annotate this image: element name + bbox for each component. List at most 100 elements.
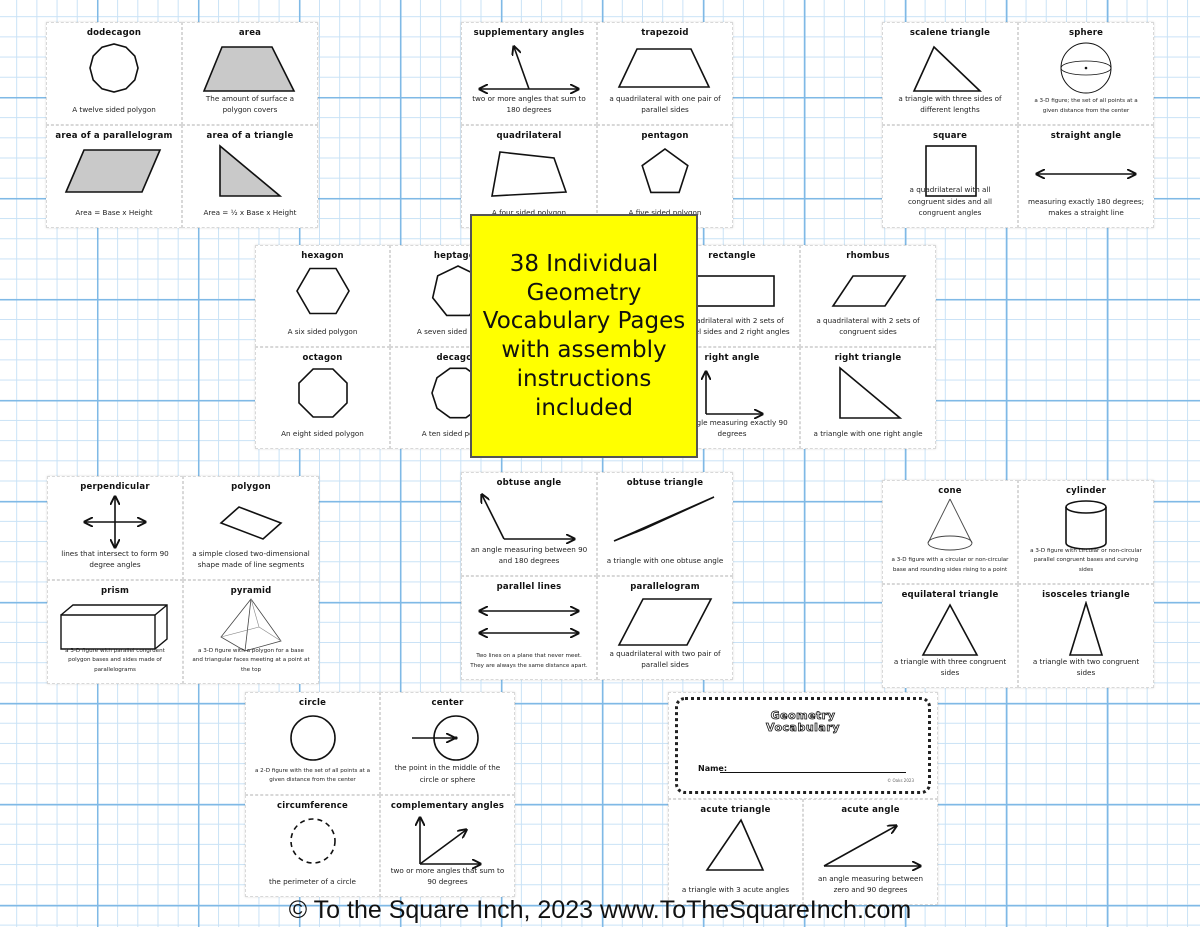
vocab-card-scalene-triangle: Scalene Triangle a triangle with three si… [882, 22, 1018, 125]
vocab-term: Cone [938, 486, 962, 496]
vocab-sheet: Scalene Triangle a triangle with three si… [882, 22, 1154, 228]
vocab-term: Straight Angle [1050, 131, 1122, 141]
vocab-definition: A twelve sided polygon [72, 105, 156, 115]
scalene-triangle-icon [883, 39, 1017, 97]
acute-triangle-icon [669, 816, 802, 874]
vocab-definition: a triangle with 3 acute angles [681, 885, 790, 895]
prism-icon [48, 597, 182, 655]
vocab-term: Circle [298, 698, 327, 708]
vocab-sheet: Obtuse Anglean angle measuring between 9… [461, 472, 733, 680]
vocab-definition: A seven sided polygon [416, 327, 499, 337]
cover-name-label: Name: [698, 764, 728, 773]
vocab-card-hexagon: HexagonA six sided polygon [255, 245, 390, 347]
vocab-definition: the point in the middle of the circle or… [394, 763, 501, 784]
vocab-term: Right Angle [704, 353, 760, 363]
vocab-card-sphere: Spherea 3-D figure; the set of all point… [1018, 22, 1154, 125]
vocab-card-quadrilateral: Quadrilateral A four sided polygon [461, 125, 597, 228]
vocab-term: Center [431, 698, 464, 708]
straight-angle-icon [1019, 142, 1153, 200]
vocab-term: Hexagon [301, 251, 344, 261]
cover-title-line1: Geometry [770, 709, 836, 722]
promo-text: 38 Individual Geometry Vocabulary Pages … [482, 250, 686, 421]
vocab-card-center: Center the point in the middle of the cir… [380, 692, 515, 795]
vocab-definition: a triangle with three sides of different… [898, 93, 1002, 115]
vocab-term: Pentagon [641, 131, 689, 141]
vocab-definition: An eight sided polygon [281, 429, 364, 439]
cover-name-line [720, 772, 906, 773]
octagon-icon [256, 364, 389, 422]
vocab-sheet: Circlea 2-D figure with the set of all p… [245, 692, 515, 897]
vocab-definition: measuring exactly 180 degrees; makes a s… [1027, 196, 1145, 218]
vocab-card-parallel-lines: Parallel LinesTwo lines on a plane that … [461, 576, 597, 680]
vocab-card-shaded-trapezoid: AreaThe amount of surface a polygon cove… [182, 22, 318, 125]
complementary-angles-icon [381, 812, 514, 870]
vocab-term: Circumference [277, 800, 348, 811]
vocab-term: Obtuse Angle [496, 478, 562, 488]
vocab-definition: a 3-D figure with a polygon for a base a… [192, 647, 310, 673]
hexagon-icon [256, 262, 389, 320]
shaded-right-triangle-icon [183, 142, 317, 200]
vocab-definition: a triangle with one obtuse angle [606, 556, 724, 566]
vocab-term: Parallelogram [630, 582, 700, 592]
vocab-card-parallelogram: Parallelograma quadrilateral with two pa… [597, 576, 733, 680]
right-triangle-icon [801, 364, 935, 422]
vocab-term: Supplementary Angles [473, 28, 585, 38]
vocab-term: Square [932, 131, 968, 141]
vocab-card-isosceles-triangle: Isosceles Trianglea triangle with two co… [1018, 584, 1154, 688]
vocab-card-prism: Prisma 3-D figure with parallel congruen… [47, 580, 183, 684]
polygon-icon [184, 493, 318, 551]
vocab-definition: an angle measuring between zero and 90 d… [817, 873, 924, 895]
vocab-card-acute-triangle: Acute Triangle a triangle with 3 acute an… [668, 798, 803, 905]
vocab-term: Parallel Lines [496, 582, 562, 592]
vocab-card-octagon: Octagon An eight sided polygon [255, 347, 390, 449]
vocab-definition: Area = ½ x Base x Height [203, 208, 297, 218]
vocab-term: Octagon [302, 353, 343, 363]
vocab-card-right-triangle: Right Trianglea triangle with one right … [800, 347, 936, 449]
vocab-definition: A four sided polygon [491, 208, 567, 218]
vocab-definition: Two lines on a plane that never meet. Th… [470, 653, 588, 669]
circle-icon [246, 709, 379, 767]
vocab-card-straight-angle: Straight Angle measuring exactly 180 degr… [1018, 125, 1154, 228]
vocab-definition: two or more angles that sum to 180 degre… [472, 93, 586, 115]
vocab-term: Perpendicular [80, 482, 150, 492]
dodecagon-icon [47, 39, 181, 97]
vocab-term: Trapezoid [641, 28, 689, 38]
vocab-term: Acute Triangle [700, 804, 771, 815]
center-icon [381, 709, 514, 767]
vocab-term: Complementary Angles [390, 800, 505, 811]
vocab-definition: a quadrilateral with all congruent sides… [907, 185, 993, 218]
vocab-term: Pyramid [230, 586, 272, 596]
promo-banner: 38 Individual Geometry Vocabulary Pages … [470, 214, 698, 458]
sphere-icon [1019, 39, 1153, 97]
vocab-card-perpendicular: Perpendicularlines that intersect to for… [47, 476, 183, 580]
vocab-sheet: Supplementary Angles two or more angles t… [461, 22, 733, 228]
vocab-definition: a 3-D figure with parallel congruent pol… [65, 647, 165, 673]
vocab-term: Scalene Triangle [909, 28, 991, 38]
acute-angle-icon [804, 816, 937, 874]
vocab-definition: A five sided polygon [628, 208, 702, 218]
vocab-definition: a triangle with one right angle [813, 429, 923, 439]
vocab-definition: the perimeter of a circle [269, 877, 356, 887]
vocab-term: Quadrilateral [496, 131, 562, 141]
vocab-definition: a 3-D figure with a circular or non-circ… [891, 557, 1009, 573]
cylinder-icon [1019, 497, 1153, 555]
vocab-term: Area of a Parallelogram [55, 131, 173, 141]
equilateral-triangle-icon [883, 601, 1017, 659]
vocab-definition: an angle measuring exactly 90 degrees [676, 417, 788, 439]
vocab-definition: a quadrilateral with one pair of paralle… [609, 93, 721, 115]
vocab-card-circle: Circlea 2-D figure with the set of all p… [245, 692, 380, 795]
vocab-card-rhombus: Rhombusa quadrilateral with 2 sets of co… [800, 245, 936, 347]
vocab-card-pentagon: Pentagon A five sided polygon [597, 125, 733, 228]
shaded-parallelogram-icon [47, 142, 181, 200]
vocab-card-shaded-parallelogram: Area of a ParallelogramArea = Base x Hei… [46, 125, 182, 228]
cover-credit: © Oaks 2023 [887, 777, 914, 783]
vocab-term: Rhombus [846, 251, 890, 261]
vocab-term: Polygon [231, 482, 271, 492]
vocab-card-complementary-angles: Complementary Anglestwo or more angles t… [380, 794, 515, 897]
vocab-card-obtuse-triangle: Obtuse Trianglea triangle with one obtus… [597, 472, 733, 576]
obtuse-angle-icon [462, 489, 596, 547]
vocab-card-shaded-right-triangle: Area of a TriangleArea = ½ x Base x Heig… [182, 125, 318, 228]
